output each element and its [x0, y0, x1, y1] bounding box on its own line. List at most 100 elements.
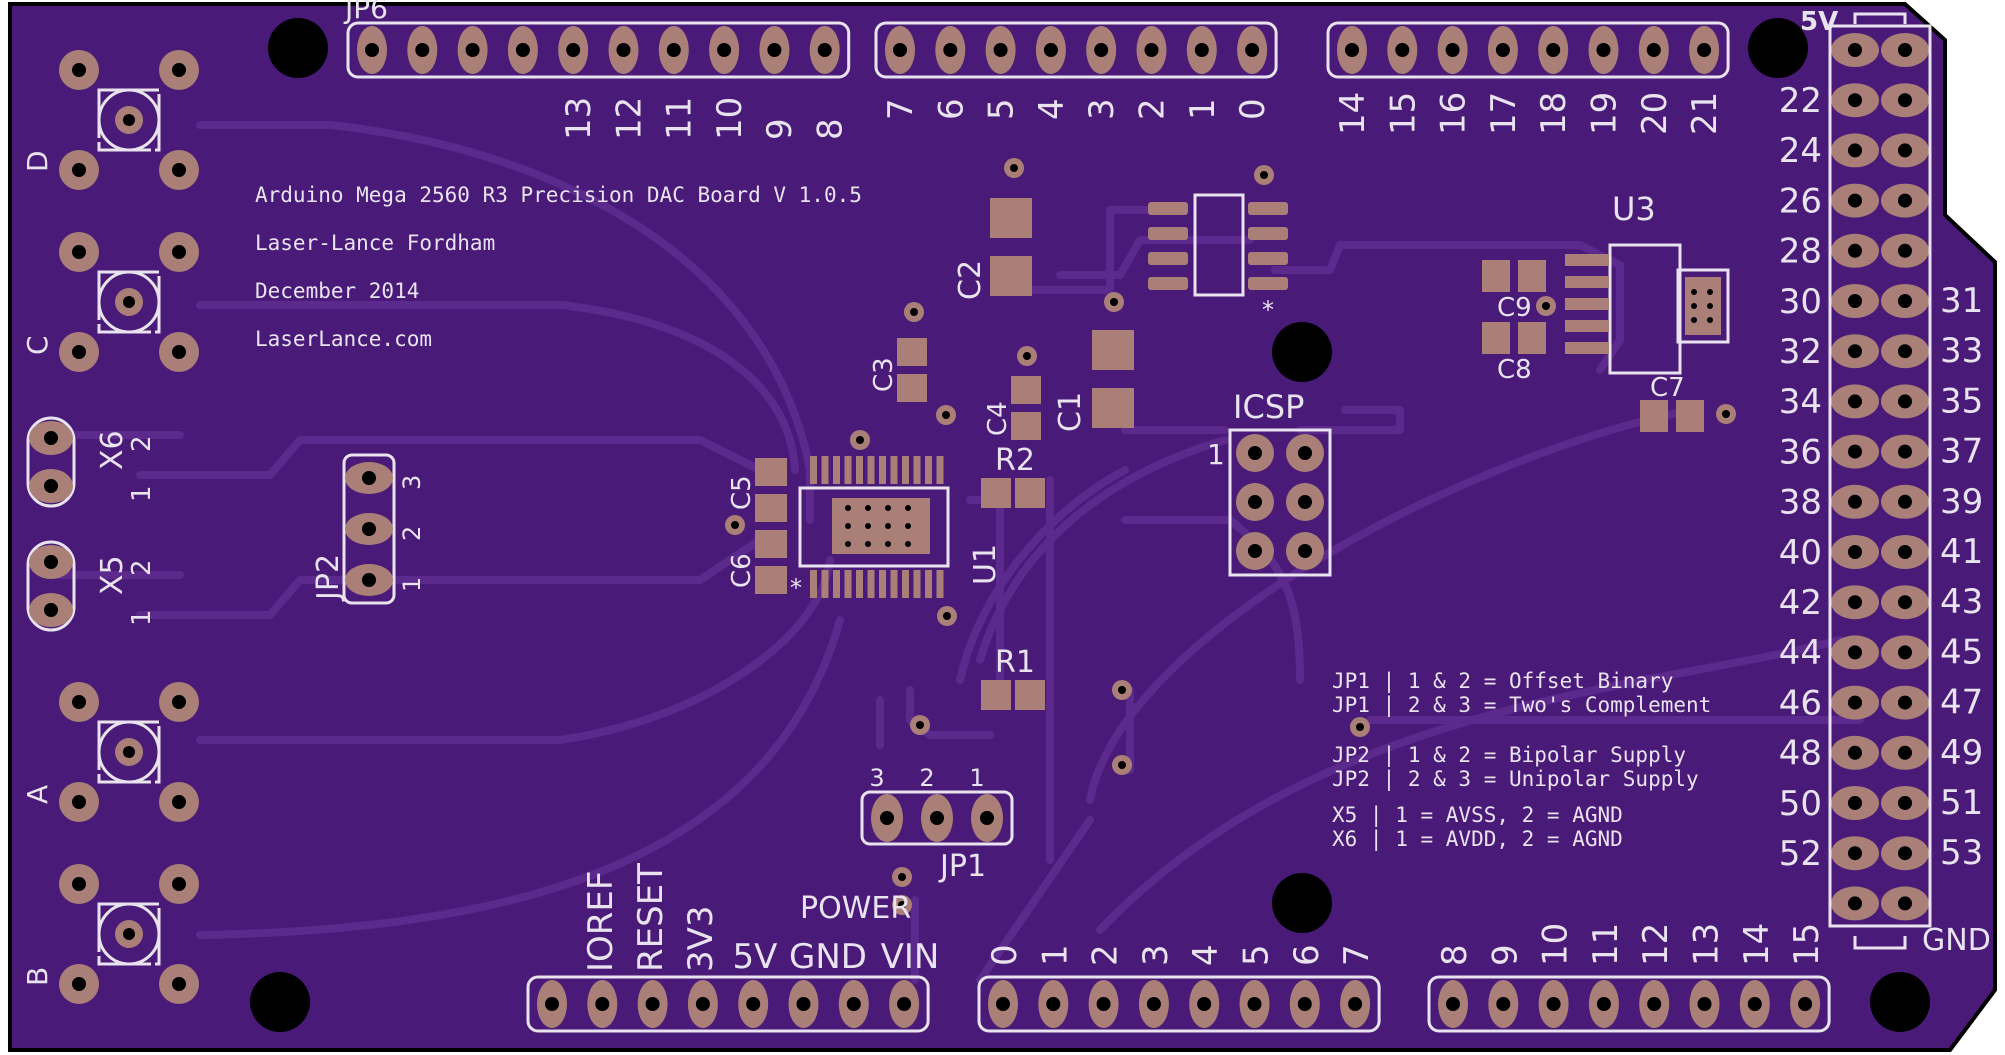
pad-hole: [717, 43, 732, 57]
label-conn-b: B: [21, 967, 54, 986]
svg-text:*: *: [1262, 296, 1274, 324]
label-jp2: JP2: [311, 554, 346, 602]
pad-hole: [645, 997, 660, 1011]
right-header-outline: [1828, 24, 1932, 928]
label-c7: C7: [1650, 373, 1685, 403]
label-5v-right: 5V: [1800, 7, 1838, 37]
mounting-hole: [1748, 18, 1808, 78]
bnc-connector-a: [59, 682, 199, 822]
pad-hole: [1898, 93, 1912, 108]
pin-label: 53: [1940, 833, 1983, 873]
pad-hole: [1898, 43, 1912, 57]
label-icsp: ICSP: [1233, 388, 1304, 426]
regulator-u3: [1565, 243, 1730, 375]
pin-label: 1: [127, 485, 157, 502]
pin-label: 3: [1136, 944, 1176, 966]
pad-hole: [1848, 796, 1862, 810]
ic-pin: [867, 570, 875, 598]
ic-u1: *: [790, 456, 950, 602]
c4-pad: [1011, 412, 1041, 440]
jumper-notes: JP1 | 1 & 2 = Offset Binary JP1 | 2 & 3 …: [1332, 669, 1711, 852]
c9-pad: [1482, 260, 1510, 292]
header-outline: [1326, 21, 1730, 79]
pin-label: 9: [760, 118, 800, 140]
pad-hole: [1146, 997, 1161, 1011]
pin-label: 17: [1484, 92, 1524, 135]
pin-label: 21: [1685, 92, 1725, 135]
pad-hole: [1898, 695, 1912, 710]
label-c9: C9: [1497, 293, 1532, 323]
c3-pad: [897, 374, 927, 402]
pad-hole: [1898, 846, 1912, 861]
bnc-connector-b: [59, 864, 199, 1004]
mounting-hole: [250, 972, 310, 1032]
label-power: POWER: [800, 891, 911, 926]
pin-label: 14: [1737, 923, 1777, 966]
pin-label: 33: [1940, 331, 1983, 371]
icsp-header: [1228, 428, 1332, 577]
pin-label: 40: [1779, 533, 1822, 573]
c9-pad: [1518, 260, 1546, 292]
label-u1: U1: [968, 544, 1003, 585]
jumper-jp1: [860, 790, 1014, 846]
label-r1: R1: [995, 645, 1035, 680]
mounting-hole: [268, 18, 328, 78]
pin-label: 46: [1779, 683, 1822, 723]
pin-label: 22: [1779, 81, 1822, 121]
board-title: Arduino Mega 2560 R3 Precision DAC Board…: [255, 183, 862, 207]
header-outline: [874, 21, 1278, 79]
pad-hole: [1898, 745, 1912, 760]
pin-label: 2: [127, 435, 157, 452]
pin-label: 41: [1940, 532, 1983, 572]
ic-pin: [890, 456, 898, 484]
pad-hole: [1848, 545, 1862, 559]
pin-label: 14: [1333, 92, 1373, 135]
ic-pin: [844, 456, 852, 484]
pad-hole: [1898, 595, 1912, 610]
pad-hole: [1848, 344, 1862, 359]
pad-hole: [1194, 43, 1209, 57]
pad-hole: [1898, 444, 1912, 459]
pad-hole: [943, 43, 958, 57]
pin-label: 3: [1082, 98, 1122, 120]
via-holes: [731, 164, 1730, 909]
pad-hole: [1848, 294, 1862, 308]
pad-hole: [767, 43, 782, 57]
pin-label: 4: [1032, 98, 1072, 120]
pad-hole: [1798, 997, 1813, 1011]
svg-text:*: *: [790, 574, 802, 602]
label-r2: R2: [995, 443, 1035, 478]
pad-hole: [1247, 997, 1262, 1011]
connector-x6: [26, 416, 76, 508]
ic-pin: [879, 570, 886, 598]
pad-hole: [1345, 43, 1359, 57]
label-c4: C4: [983, 401, 1013, 436]
pad-hole: [1496, 997, 1511, 1011]
pin-label: 12: [1636, 923, 1676, 966]
pin-label: 50: [1779, 784, 1822, 824]
pin-label: 1: [969, 764, 984, 792]
pin-label: 42: [1779, 583, 1822, 623]
pad-hole: [1546, 43, 1561, 57]
pin-label: 8: [811, 118, 851, 140]
pad-hole: [1043, 43, 1058, 57]
ic-pin: [856, 456, 863, 484]
pin-label: 30: [1779, 282, 1822, 322]
pad-hole: [515, 43, 530, 57]
pin-label: 28: [1779, 232, 1822, 272]
pad-hole: [1848, 494, 1862, 509]
c6-pad: [755, 530, 787, 558]
board-website: LaserLance.com: [255, 327, 432, 351]
label-c2: C2: [953, 260, 988, 300]
pad-hole: [1898, 796, 1912, 810]
pin-label: 10: [710, 97, 750, 140]
pin-label: 16: [1434, 92, 1474, 135]
pad-hole: [1898, 494, 1912, 509]
pin-label: 5: [982, 98, 1022, 120]
pin-label: 3: [398, 475, 426, 490]
note-line: JP1 | 1 & 2 = Offset Binary: [1332, 669, 1673, 694]
pad-hole: [1848, 193, 1862, 208]
pad-hole: [1546, 997, 1561, 1011]
pin-label: RESET: [631, 863, 671, 972]
pin-label: 15: [1383, 92, 1423, 135]
